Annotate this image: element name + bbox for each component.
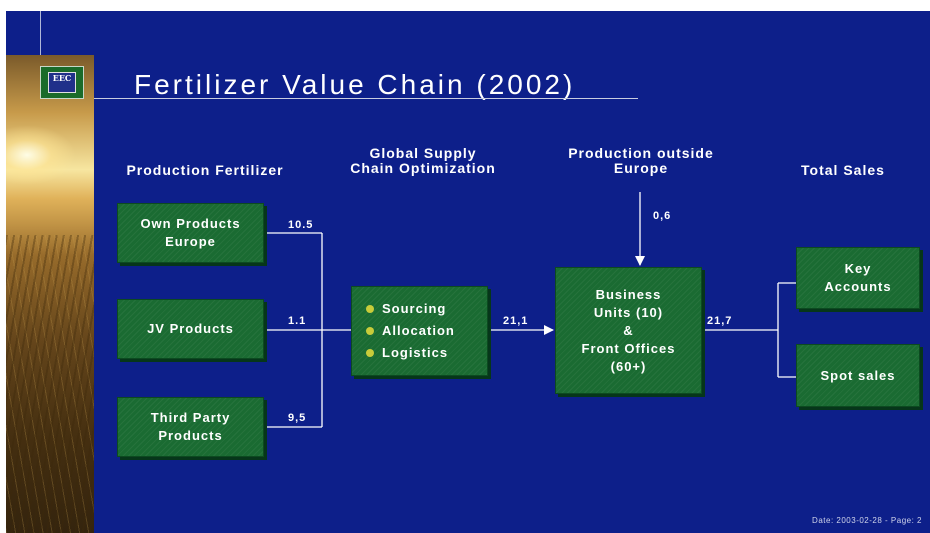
footer-date-page: Date: 2003-02-28 - Page: 2 xyxy=(812,516,922,525)
box-key-accounts-label: Key Accounts xyxy=(824,261,892,294)
box-business-units-label: Business Units (10) & Front Offices (60+… xyxy=(581,286,676,374)
supply-item-label: Allocation xyxy=(382,323,455,338)
sunset-glow xyxy=(6,125,76,185)
box-supply-chain: Sourcing Allocation Logistics xyxy=(351,286,488,376)
box-business-units: Business Units (10) & Front Offices (60+… xyxy=(555,267,702,394)
flow-value-to-business-units: 21,1 xyxy=(503,315,529,327)
box-jv-products-label: JV Products xyxy=(147,321,234,336)
flow-value-own-products: 10.5 xyxy=(288,219,314,231)
wheat-stalks xyxy=(6,235,94,533)
supply-item-sourcing: Sourcing xyxy=(366,298,446,320)
supply-item-label: Logistics xyxy=(382,345,449,360)
slide: EEC Fertilizer Value Chain (2002) Produc… xyxy=(6,11,930,533)
bullet-dot xyxy=(366,349,374,357)
flow-value-total: 21,7 xyxy=(707,315,733,327)
flow-value-outside-europe: 0,6 xyxy=(653,210,672,222)
wheat-field-photo xyxy=(6,55,94,533)
header-global-supply: Global Supply Chain Optimization xyxy=(350,145,496,176)
header-total-sales: Total Sales xyxy=(801,162,885,178)
supply-item-label: Sourcing xyxy=(382,301,447,316)
corner-divider xyxy=(40,11,41,55)
box-third-party-label: Third Party Products xyxy=(150,410,231,443)
flow-connectors xyxy=(264,192,796,428)
box-key-accounts: Key Accounts xyxy=(796,247,920,309)
bullet-dot xyxy=(366,327,374,335)
box-jv-products: JV Products xyxy=(117,299,264,359)
bullet-dot xyxy=(366,305,374,313)
box-spot-sales: Spot sales xyxy=(796,344,920,407)
supply-item-logistics: Logistics xyxy=(366,342,448,364)
header-production-outside-europe: Production outside Europe xyxy=(568,145,714,176)
box-own-products-label: Own Products Europe xyxy=(140,216,241,249)
slide-title: Fertilizer Value Chain (2002) xyxy=(134,69,576,100)
header-production-fertilizer: Production Fertilizer xyxy=(126,162,284,178)
flow-value-third-party: 9,5 xyxy=(288,412,307,424)
title-underline xyxy=(94,98,638,99)
company-logo: EEC xyxy=(40,66,84,99)
box-spot-sales-label: Spot sales xyxy=(820,367,896,383)
flow-value-jv-products: 1.1 xyxy=(288,315,307,327)
supply-item-allocation: Allocation xyxy=(366,320,455,342)
box-own-products: Own Products Europe xyxy=(117,203,264,263)
logo-mark: EEC xyxy=(48,72,76,93)
box-third-party: Third Party Products xyxy=(117,397,264,457)
